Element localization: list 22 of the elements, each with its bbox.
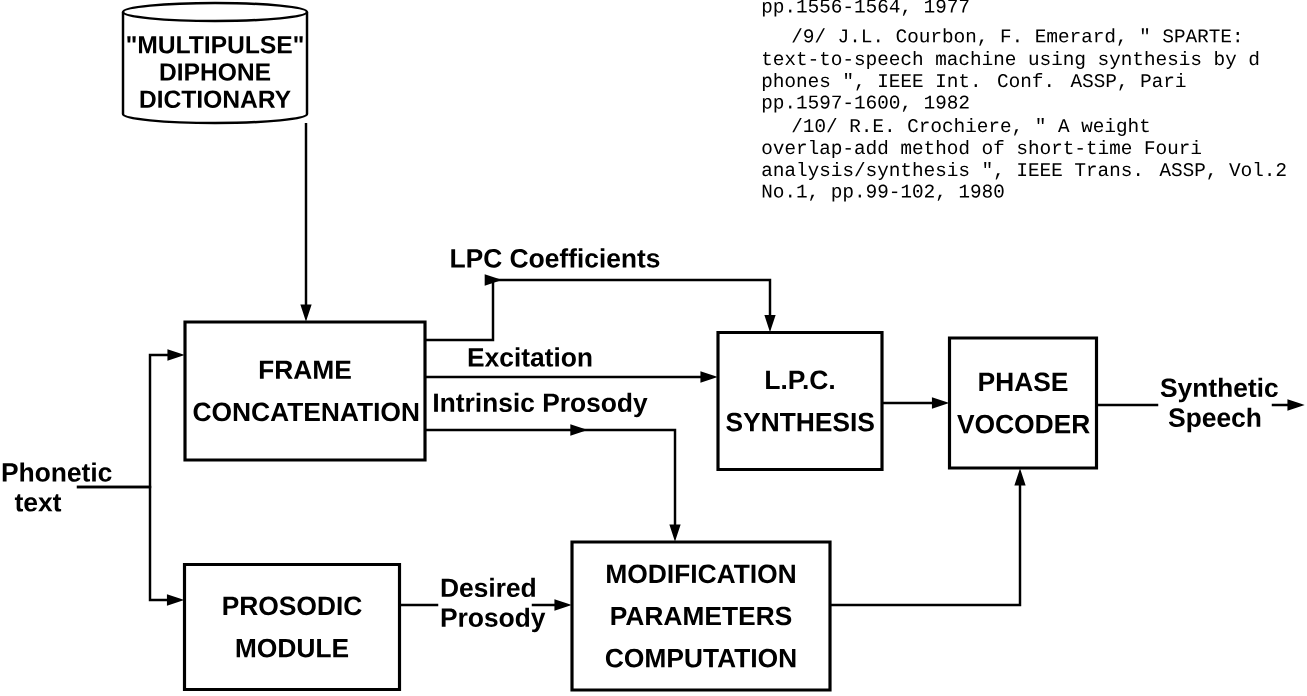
reference-text: pp.1556-1564, 1977 <box>762 0 969 17</box>
reference-text: pp.1597-1600, 1982 <box>762 95 969 113</box>
reference-text: /9/ J.L. Courbon, F. Emerard, " SPARTE: <box>792 28 1239 46</box>
process-box: PHASE VOCODER <box>947 336 1099 470</box>
cylinder-drawing: "MULTIPULSE" DIPHONE DICTIONARY <box>121 1 309 125</box>
process-box: FRAME CONCATENATION <box>183 320 427 462</box>
node-label: "MULTIPULSE" DIPHONE DICTIONARY <box>127 36 303 108</box>
process-box: MODIFICATION PARAMETERS COMPUTATION <box>570 540 832 692</box>
reference-text: overlap-add method of short-time Fouri <box>762 140 1201 158</box>
edge-label: Intrinsic Prosody <box>434 392 648 418</box>
edge-label: Excitation <box>468 347 592 367</box>
edge-label: LPC Coefficients <box>451 248 660 268</box>
reference-text: analysis/synthesis ", IEEE Trans. ASSP, Vol.2 <box>762 162 1286 180</box>
process-box: L.P.C. SYNTHESIS <box>716 330 884 472</box>
arrow <box>425 274 776 342</box>
edge-label: Synthetic Speech <box>1158 376 1278 434</box>
reference-text: No.1, pp.99-102, 1980 <box>762 184 1004 202</box>
reference-text: /10/ R.E. Crochiere, " A weight <box>792 118 1149 136</box>
reference-text: phones ", IEEE Int. Conf. ASSP, Pari <box>762 73 1186 91</box>
process-box: PROSODIC MODULE <box>182 562 402 692</box>
reference-text: text-to-speech machine using synthesis by d <box>763 51 1259 69</box>
edge-label: Desired Prosody <box>438 576 546 634</box>
